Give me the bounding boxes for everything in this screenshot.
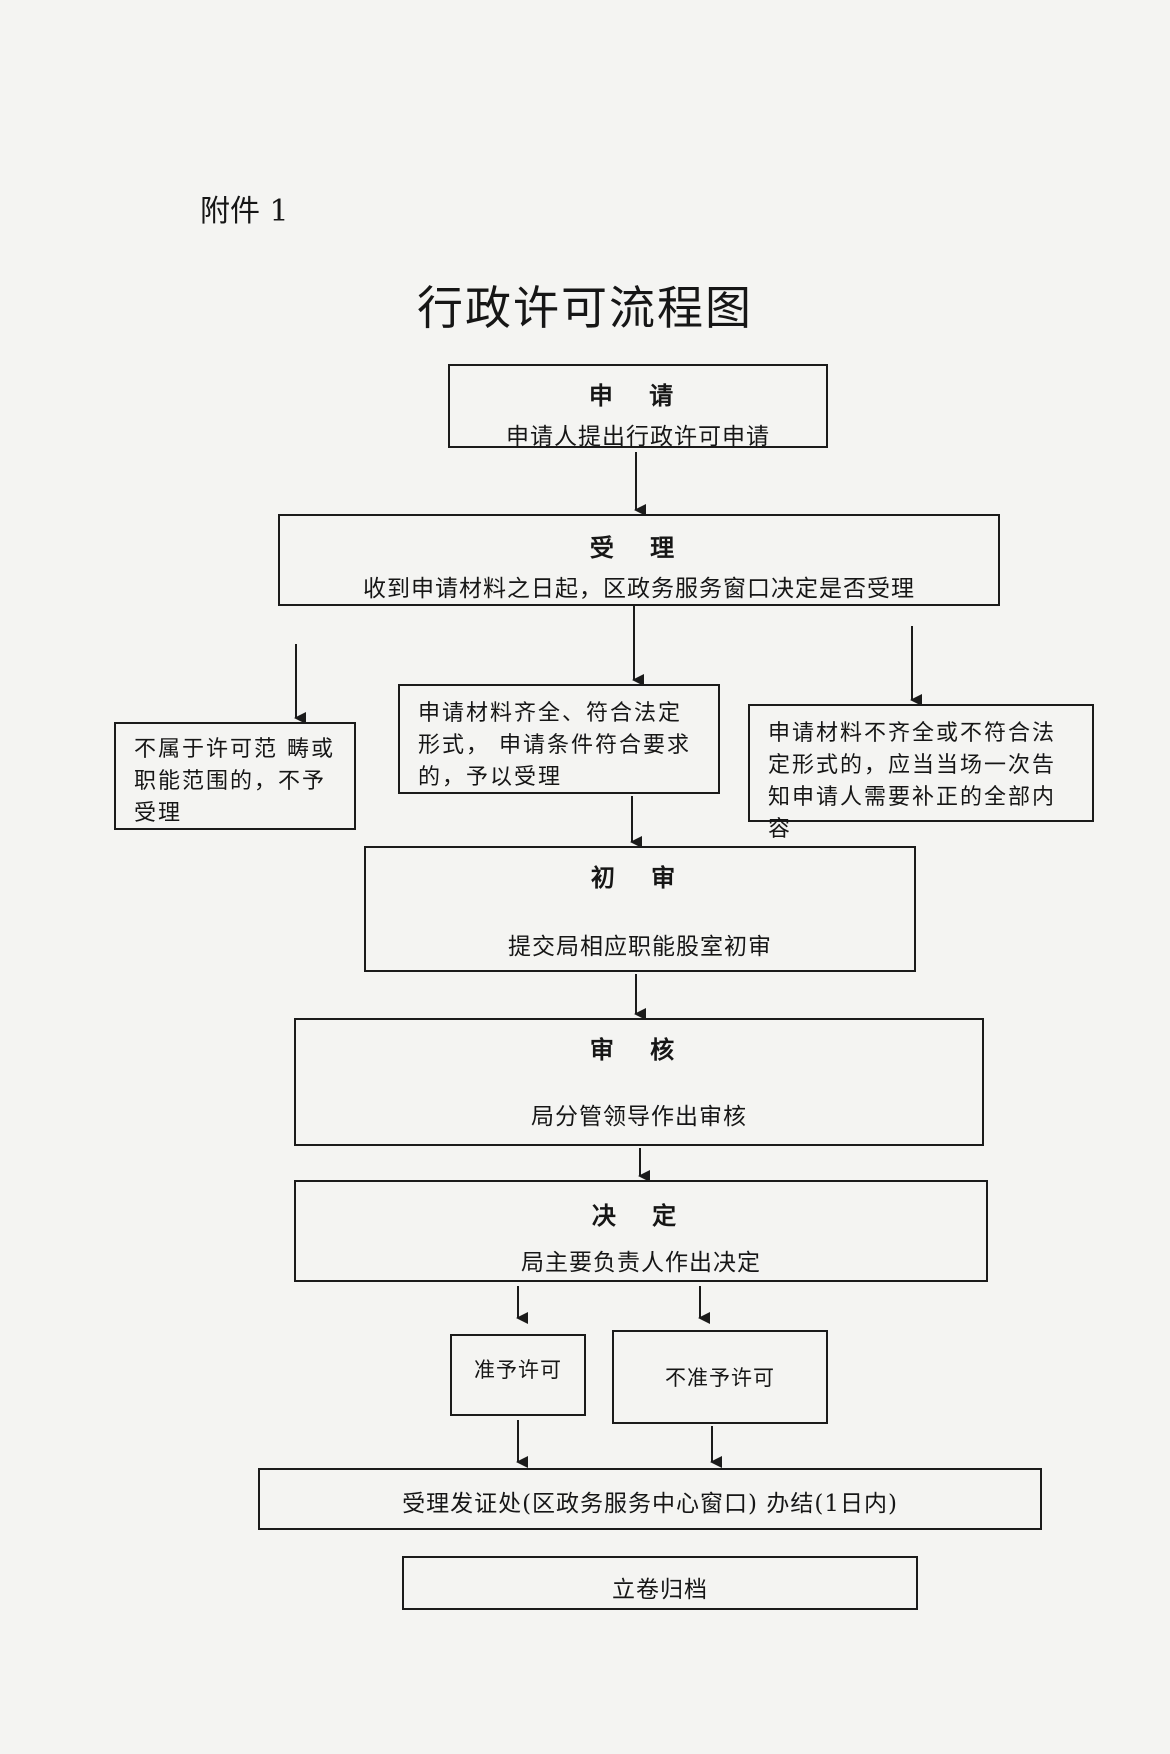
page-title: 行政许可流程图 bbox=[417, 281, 753, 335]
accept-text: 收到申请材料之日起，区政务服务窗口决定是否受理 bbox=[363, 576, 915, 602]
review-text: 局分管领导作出审核 bbox=[531, 1104, 747, 1130]
not-in-scope-text: 不属于许可范 畴或职能范围的，不予受理 bbox=[134, 737, 335, 826]
reject-text: 不准予许可 bbox=[665, 1366, 775, 1390]
approve-box: 准予许可 bbox=[450, 1334, 586, 1416]
attachment-label: 附件 1 bbox=[200, 194, 289, 229]
complete-box: 申请材料齐全、符合法定形式， 申请条件符合要求的，予以受理 bbox=[398, 684, 720, 794]
complete-text: 申请材料齐全、符合法定形式， 申请条件符合要求的，予以受理 bbox=[418, 701, 691, 790]
apply-text: 申请人提出行政许可申请 bbox=[506, 424, 770, 450]
apply-title: 申 请 bbox=[588, 381, 688, 410]
accept-title: 受 理 bbox=[589, 533, 689, 562]
issue-box: 受理发证处(区政务服务中心窗口) 办结(1日内) bbox=[258, 1468, 1042, 1530]
incomplete-text: 申请材料不齐全或不符合法定形式的，应当当场一次告知申请人需要补正的全部内容 bbox=[768, 721, 1057, 842]
incomplete-box: 申请材料不齐全或不符合法定形式的，应当当场一次告知申请人需要补正的全部内容 bbox=[748, 704, 1094, 842]
review-title: 审 核 bbox=[589, 1035, 689, 1064]
reject-box: 不准予许可 bbox=[612, 1330, 828, 1424]
issue-text: 受理发证处(区政务服务中心窗口) 办结(1日内) bbox=[402, 1491, 898, 1517]
decision-title: 决 定 bbox=[591, 1201, 691, 1230]
approve-text: 准予许可 bbox=[474, 1358, 562, 1382]
initial-review-title: 初 审 bbox=[590, 863, 690, 892]
archive-box: 立卷归档 bbox=[402, 1556, 918, 1610]
decision-text: 局主要负责人作出决定 bbox=[521, 1250, 761, 1276]
initial-review-text: 提交局相应职能股室初审 bbox=[508, 934, 772, 960]
not-in-scope-box: 不属于许可范 畴或职能范围的，不予受理 bbox=[114, 722, 356, 830]
apply-box: 申 请 申请人提出行政许可申请 bbox=[448, 364, 828, 450]
archive-text: 立卷归档 bbox=[612, 1577, 708, 1603]
